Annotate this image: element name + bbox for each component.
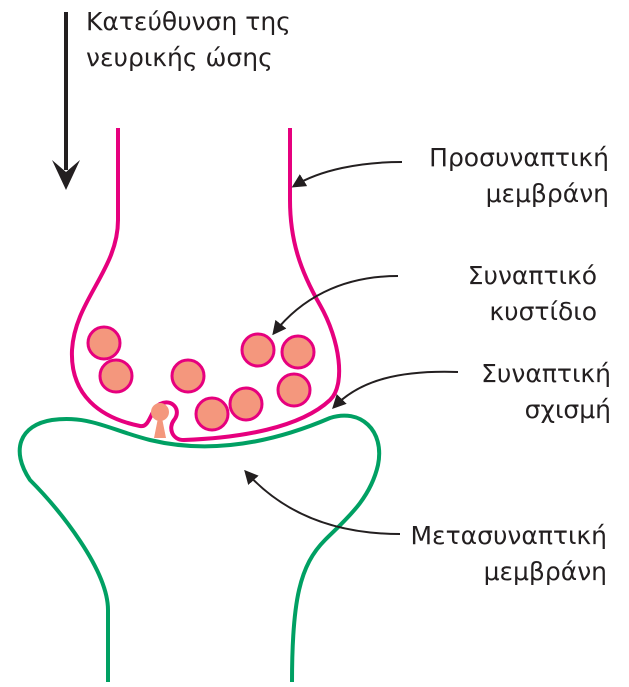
vesicle-label-line1: Συναπτικό: [468, 258, 597, 294]
direction-arrow: [52, 12, 80, 190]
presynaptic-leader: [294, 162, 402, 186]
presynaptic-label-line2: μεμβράνη: [429, 176, 609, 212]
synaptic-cleft-label: Συναπτική σχισμή: [481, 356, 611, 428]
vesicle-leader: [274, 276, 398, 333]
vesicle: [278, 374, 310, 406]
postsynaptic-label-line2: μεμβράνη: [410, 554, 607, 590]
vesicle: [100, 360, 132, 392]
direction-label-line1: Κατεύθυνση της: [86, 4, 291, 40]
cleft-leader: [334, 372, 458, 407]
vesicle: [172, 360, 204, 392]
cleft-label-line1: Συναπτική: [481, 356, 611, 392]
direction-label-line2: νευρικής ώσης: [86, 40, 291, 76]
vesicle: [242, 334, 274, 366]
fusing-vesicle: [151, 403, 169, 438]
postsynaptic-membrane-label: Μετασυναπτική μεμβράνη: [410, 518, 607, 590]
presynaptic-label-line1: Προσυναπτική: [429, 140, 609, 176]
presynaptic-membrane-label: Προσυναπτική μεμβράνη: [429, 140, 609, 212]
postsynaptic-membrane: [20, 416, 380, 682]
postsynaptic-leader: [246, 472, 400, 534]
cleft-label-line2: σχισμή: [481, 392, 611, 428]
vesicle: [282, 336, 314, 368]
postsynaptic-label-line1: Μετασυναπτική: [410, 518, 607, 554]
direction-label: Κατεύθυνση της νευρικής ώσης: [86, 4, 291, 76]
vesicle: [196, 398, 228, 430]
vesicle: [230, 388, 262, 420]
synaptic-vesicles: [88, 327, 314, 430]
vesicle-label-line2: κυστίδιο: [468, 294, 597, 330]
synaptic-vesicle-label: Συναπτικό κυστίδιο: [468, 258, 597, 330]
vesicle: [88, 327, 120, 359]
